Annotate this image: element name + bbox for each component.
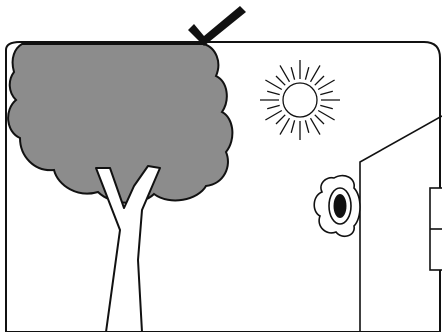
sun-ray bbox=[276, 76, 285, 85]
sun-ray bbox=[265, 80, 281, 90]
house-window bbox=[430, 188, 442, 270]
checkmark-icon bbox=[188, 6, 246, 46]
sun-ray bbox=[267, 91, 280, 94]
sun-ray bbox=[320, 105, 333, 108]
sun-icon bbox=[260, 60, 340, 140]
sun-ray bbox=[291, 67, 294, 80]
sun-ray bbox=[305, 120, 308, 133]
sun-ray bbox=[315, 76, 324, 85]
sun-ray bbox=[265, 111, 281, 121]
sun-ray bbox=[267, 105, 280, 108]
sun-ray bbox=[315, 115, 324, 124]
sun-ray bbox=[318, 80, 334, 90]
sun-ray bbox=[280, 65, 290, 81]
sun-ray bbox=[311, 65, 321, 81]
sun-ray bbox=[291, 120, 294, 133]
sun-ray bbox=[305, 67, 308, 80]
house-icon bbox=[360, 116, 442, 332]
sun-ray bbox=[311, 118, 321, 134]
tree-icon bbox=[8, 44, 232, 332]
tree-canopy bbox=[8, 44, 232, 203]
sun-ray bbox=[280, 118, 290, 134]
eye-icon bbox=[314, 176, 360, 237]
sun-ray bbox=[320, 91, 333, 94]
sun-ray bbox=[276, 115, 285, 124]
sun-ray bbox=[318, 111, 334, 121]
